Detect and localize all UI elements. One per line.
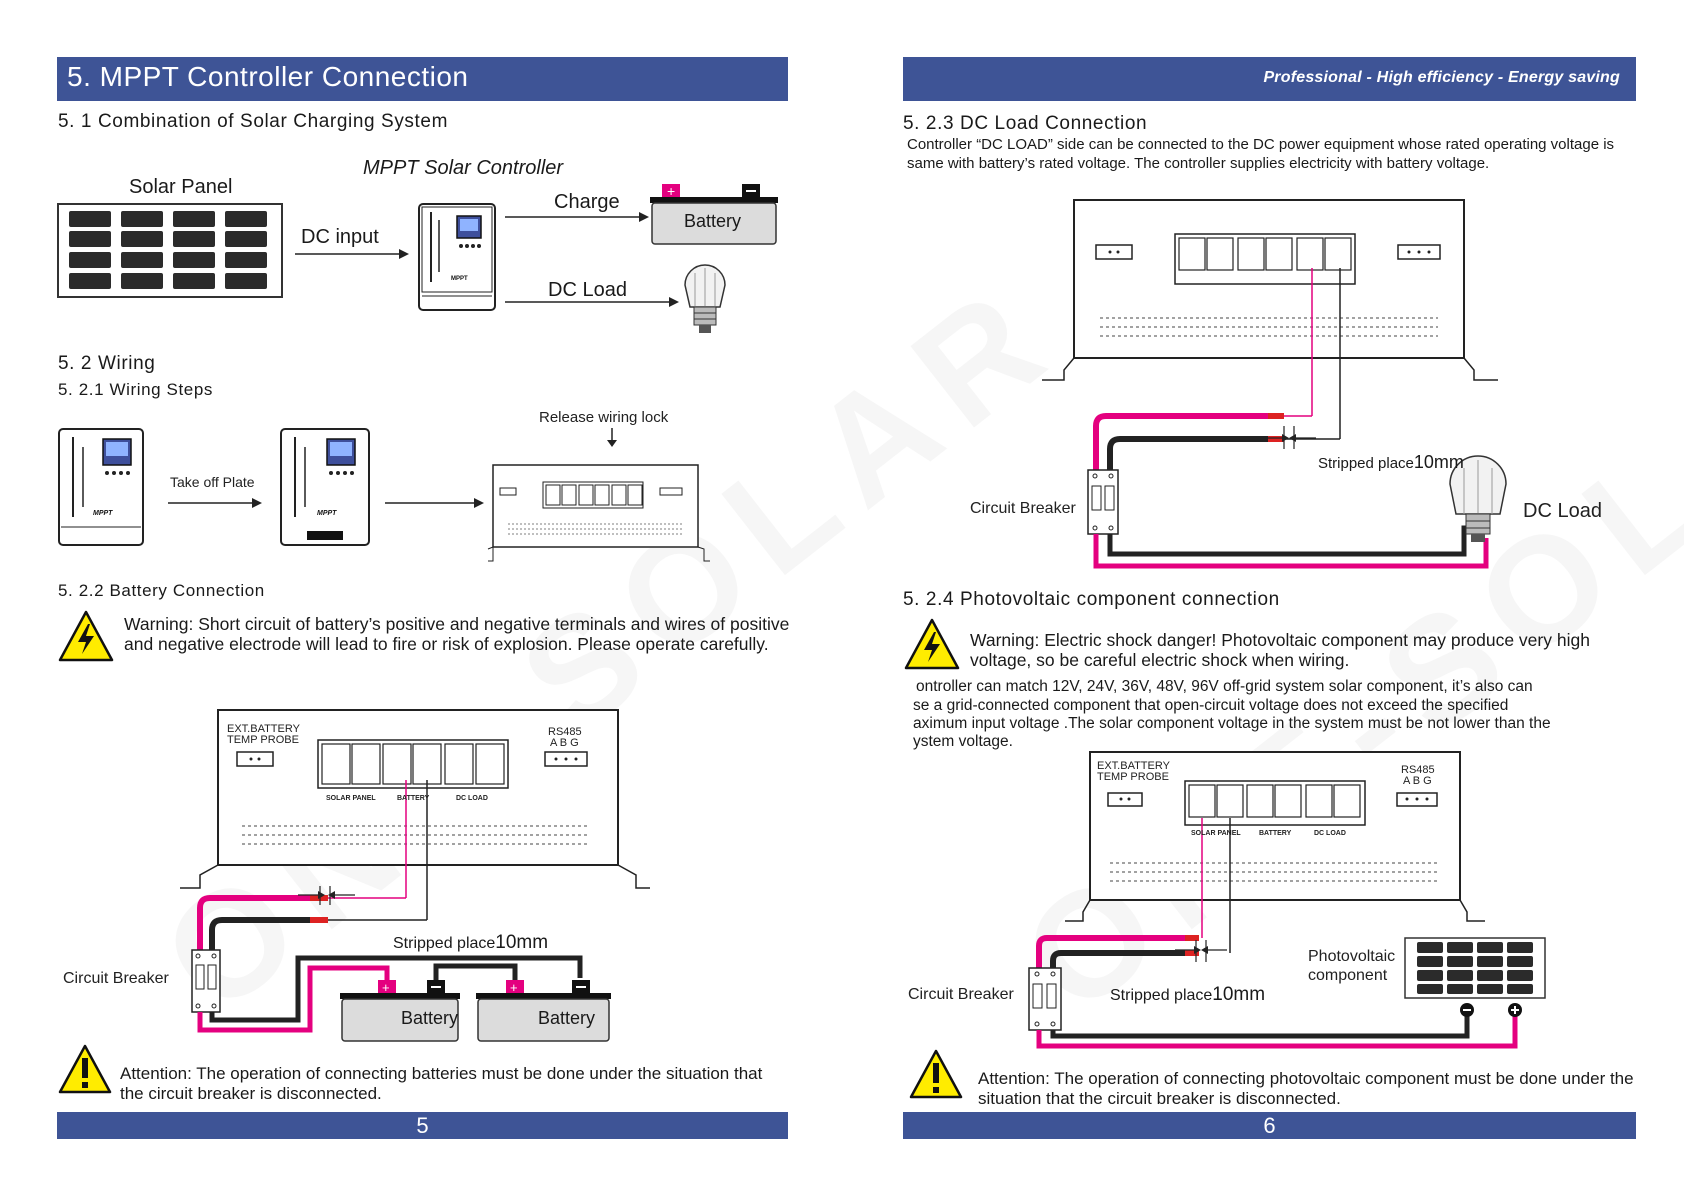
- solar-panel-icon: [57, 203, 283, 298]
- svg-text:MPPT: MPPT: [93, 510, 113, 517]
- pv-label-line-1: Photovoltaic: [1308, 948, 1396, 965]
- heading-5-2: 5. 2 Wiring: [58, 353, 156, 374]
- page-number: 5: [416, 1113, 429, 1138]
- rs485-label-right: RS485: [1401, 764, 1435, 776]
- attention-icon-right: [909, 1049, 963, 1099]
- svg-text:+: +: [667, 183, 675, 199]
- heading-5-2-2: 5. 2.2 Battery Connection: [58, 581, 265, 600]
- battery-2-label: Battery: [538, 1008, 596, 1028]
- battery-attention-text: Attention: The operation of connecting b…: [120, 1064, 763, 1103]
- dc-load-arrow: [505, 297, 679, 307]
- pv-paragraph-line-3: aximum input voltage .The solar componen…: [913, 715, 1551, 732]
- battery-icon: +: [650, 183, 778, 245]
- stripped-place-value: 10mm: [495, 932, 549, 953]
- heading-5-1: 5. 1 Combination of Solar Charging Syste…: [58, 111, 449, 132]
- stripped-place-text-right: Stripped place: [1318, 455, 1414, 472]
- battery-warning-text: Warning: Short circuit of battery’s posi…: [124, 614, 790, 654]
- release-lock-arrow: [607, 428, 617, 447]
- battery-connection-diagram: + +: [180, 709, 650, 1042]
- slogan-banner: Professional - High efficiency - Energy …: [903, 57, 1636, 101]
- section-title: 5. MPPT Controller Connection: [67, 61, 469, 92]
- page-footer-left: 5: [57, 1112, 788, 1139]
- dc-load-label: DC Load: [548, 279, 627, 301]
- take-off-plate-label: Take off Plate: [170, 474, 255, 490]
- pv-connection-diagram: [1028, 751, 1546, 1049]
- battery-terminal-label: BATTERY: [397, 795, 430, 802]
- stripped-place-text: Stripped place: [393, 935, 496, 952]
- page-footer-right: 6: [903, 1112, 1636, 1139]
- abg-label: A B G: [550, 737, 579, 749]
- battery-label: Battery: [684, 211, 742, 231]
- stripped-place-label: Stripped place10mm: [393, 932, 548, 954]
- attention-icon: [58, 1044, 112, 1094]
- heading-5-2-1: 5. 2.1 Wiring Steps: [58, 380, 214, 399]
- temp-probe-label: TEMP PROBE: [227, 734, 299, 746]
- stripped-place-label-pv: Stripped place10mm: [1110, 984, 1265, 1006]
- dc-load-terminal-label: DC LOAD: [456, 795, 488, 802]
- charge-label: Charge: [554, 191, 620, 213]
- stripped-place-label-right: Stripped place10mm: [1318, 452, 1464, 473]
- light-bulb-icon: [684, 264, 726, 333]
- pv-attention-text: Attention: The operation of connecting p…: [978, 1069, 1634, 1108]
- controller-label: MPPT Solar Controller: [363, 157, 564, 179]
- heading-5-2-4: 5. 2.4 Photovoltaic component connection: [903, 589, 1280, 610]
- pv-paragraph-line-1: ontroller can match 12V, 24V, 36V, 48V, …: [916, 678, 1533, 695]
- stripped-place-text-pv: Stripped place: [1110, 987, 1213, 1004]
- shock-warning-icon: [904, 618, 960, 670]
- dc-load-paragraph: Controller “DC LOAD” side can be connect…: [907, 136, 1615, 172]
- solar-panel-label: Solar Panel: [129, 176, 233, 198]
- dc-load-label-right: DC Load: [1523, 500, 1602, 522]
- battery-1-label: Battery: [401, 1008, 459, 1028]
- charge-arrow: [505, 212, 649, 222]
- stripped-place-value-pv: 10mm: [1212, 984, 1266, 1005]
- circuit-breaker-label: Circuit Breaker: [63, 970, 169, 987]
- pv-paragraph-line-4: ystem voltage.: [913, 733, 1013, 750]
- ext-battery-label: EXT.BATTERY: [227, 723, 300, 735]
- dc-load-connection-diagram: [1042, 199, 1507, 569]
- svg-text:MPPT: MPPT: [317, 510, 337, 517]
- solar-panel-terminal-label-right: SOLAR PANEL: [1191, 830, 1241, 837]
- slogan-text: Professional - High efficiency - Energy …: [1263, 69, 1620, 86]
- ext-battery-label-right: EXT.BATTERY: [1097, 760, 1170, 772]
- heading-5-2-3: 5. 2.3 DC Load Connection: [903, 113, 1148, 134]
- stripped-place-value-right: 10mm: [1413, 452, 1464, 472]
- temp-probe-label-right: TEMP PROBE: [1097, 771, 1169, 783]
- dc-input-label: DC input: [301, 226, 379, 248]
- controller-with-plate-icon: MPPT: [58, 428, 144, 546]
- release-wiring-lock-label: Release wiring lock: [539, 409, 669, 426]
- page-number-right: 6: [1263, 1113, 1276, 1138]
- dc-input-arrow: [295, 249, 409, 259]
- battery-terminal-label-right: BATTERY: [1259, 830, 1292, 837]
- step-arrow-2: [385, 498, 484, 508]
- abg-label-right: A B G: [1403, 775, 1432, 787]
- controller-terminal-small-icon: [487, 464, 710, 562]
- pv-warning-text: Warning: Electric shock danger! Photovol…: [970, 630, 1590, 670]
- section-banner-left: 5. MPPT Controller Connection: [57, 57, 788, 101]
- dc-load-terminal-label-right: DC LOAD: [1314, 830, 1346, 837]
- solar-panel-terminal-label: SOLAR PANEL: [326, 795, 376, 802]
- controller-no-plate-icon: MPPT: [280, 428, 370, 546]
- warning-icon: [58, 610, 114, 662]
- step-arrow-1: [168, 498, 262, 508]
- pv-paragraph-line-2: se a grid-connected component that open-…: [913, 697, 1509, 714]
- circuit-breaker-label-pv: Circuit Breaker: [908, 986, 1014, 1003]
- rs485-label: RS485: [548, 726, 582, 738]
- svg-text:+: +: [510, 980, 518, 995]
- mppt-controller-icon: MPPT: [418, 203, 496, 311]
- pv-label-line-2: component: [1308, 967, 1388, 984]
- circuit-breaker-label-right: Circuit Breaker: [970, 500, 1076, 517]
- svg-text:+: +: [382, 980, 390, 995]
- svg-text:MPPT: MPPT: [451, 276, 468, 282]
